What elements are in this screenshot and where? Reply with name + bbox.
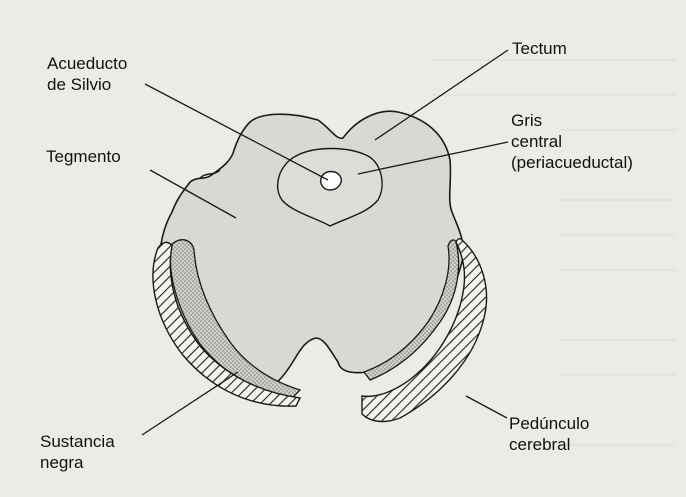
label-tegmento: Tegmento — [46, 147, 121, 166]
cerebral-peduncle-left — [152, 241, 302, 407]
label-pedunculo-line1: Pedúnculo — [509, 414, 590, 433]
label-sustancia-line2: negra — [40, 453, 84, 472]
cerebral-aqueduct — [320, 170, 342, 191]
label-gris-line3: (periacueductal) — [511, 153, 633, 172]
label-gris-central: Gris central (periacueductal) — [511, 110, 633, 173]
label-acueducto-line2: de Silvio — [47, 75, 112, 94]
label-tectum: Tectum — [512, 39, 567, 58]
background-texture — [430, 59, 676, 446]
substantia-nigra-right — [362, 239, 460, 381]
label-pedunculo: Pedúnculo cerebral — [509, 413, 589, 455]
label-gris-line2: central — [511, 132, 563, 151]
leader-gris — [357, 141, 509, 175]
leader-tectum — [374, 49, 509, 141]
midbrain-outline — [158, 110, 464, 395]
label-sustancia-line1: Sustancia — [40, 432, 115, 451]
substantia-nigra-left — [169, 239, 302, 399]
label-gris-line1: Gris — [511, 111, 543, 130]
cerebral-peduncle-right — [361, 238, 488, 423]
leader-lines — [141, 49, 509, 436]
leader-acueducto — [144, 83, 329, 181]
label-acueducto: Acueducto de Silvio — [47, 53, 127, 95]
label-acueducto-line1: Acueducto — [47, 54, 128, 73]
leader-tegmento — [149, 169, 237, 219]
tegmentum-edge — [199, 169, 221, 179]
leader-sustancia — [141, 371, 239, 436]
leader-pedunculo — [465, 395, 508, 419]
label-pedunculo-line2: cerebral — [509, 435, 571, 454]
label-sustancia-negra: Sustancia negra — [40, 431, 115, 473]
